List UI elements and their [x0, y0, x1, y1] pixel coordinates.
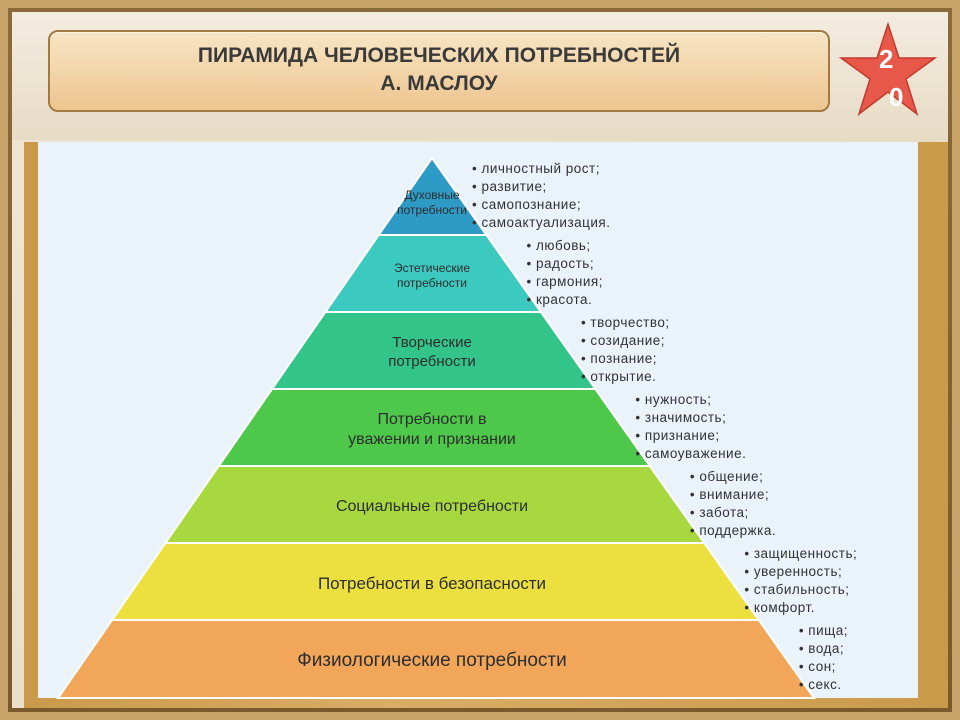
bullet-item: творчество; [581, 314, 670, 332]
bullet-item: поддержка. [690, 522, 776, 540]
bullet-item: признание; [635, 427, 746, 445]
badge-digit-2: 0 [889, 82, 904, 112]
tier-label-line-1: Творческие [392, 333, 472, 351]
tier-label-line-1: Эстетические [393, 260, 470, 275]
tier-label-7: Физиологические потребности [282, 649, 582, 673]
tier-label-line-1: Потребности в [377, 410, 487, 428]
pyramid-tier-7 [56, 619, 816, 699]
tier-label-line-1: Социальные потребности [335, 497, 529, 515]
bullet-item: секс. [799, 676, 848, 694]
badge-digit-1: 2 [879, 44, 894, 74]
tier-bullets-3: творчество;созидание;познание;открытие. [581, 314, 670, 386]
tier-label-5: Социальные потребности [282, 497, 582, 517]
tier-bullets-1: личностный рост;развитие;самопознание;са… [472, 160, 611, 232]
bullet-item: развитие; [472, 178, 611, 196]
bullet-item: самоуважение. [635, 445, 746, 463]
bullet-item: внимание; [690, 486, 776, 504]
tier-label-line-2: потребности [388, 352, 476, 370]
bullet-item: значимость; [635, 409, 746, 427]
bullet-item: познание; [581, 350, 670, 368]
bullet-item: радость; [526, 255, 602, 273]
tier-label-line-1: Физиологические потребности [297, 650, 567, 672]
bullet-item: забота; [690, 504, 776, 522]
bullet-item: сон; [799, 658, 848, 676]
bullet-item: нужность; [635, 391, 746, 409]
tier-label-6: Потребности в безопасности [282, 573, 582, 594]
tier-label-line-2: потребности [397, 275, 467, 290]
bullet-item: гармония; [526, 273, 602, 291]
star-badge-icon [838, 21, 938, 117]
tier-bullets-6: защищенность;уверенность;стабильность;ко… [744, 545, 857, 617]
tier-bullets-2: любовь;радость;гармония;красота. [526, 237, 602, 309]
bullet-item: общение; [690, 468, 776, 486]
bullet-item: созидание; [581, 332, 670, 350]
bullet-item: стабильность; [744, 581, 857, 599]
title-line-1: ПИРАМИДА ЧЕЛОВЕЧЕСКИХ ПОТРЕБНОСТЕЙ [197, 44, 681, 67]
tier-label-line-2: потребности [397, 202, 467, 217]
tier-bullets-5: общение;внимание;забота;поддержка. [690, 468, 776, 540]
bullet-item: вода; [799, 640, 848, 658]
title-box: ПИРАМИДА ЧЕЛОВЕЧЕСКИХ ПОТРЕБНОСТЕЙ А. МА… [48, 30, 830, 112]
tier-label-line-1: Потребности в безопасности [317, 573, 547, 593]
bullet-item: пища; [799, 622, 848, 640]
bullet-item: уверенность; [744, 563, 857, 581]
tier-label-4: Потребности в уважении и признании [282, 410, 582, 450]
bullet-item: личностный рост; [472, 160, 611, 178]
title-line-2: А. МАСЛОУ [380, 72, 498, 95]
tier-bullets-4: нужность;значимость;признание;самоуважен… [635, 391, 746, 463]
bullet-item: комфорт. [744, 599, 857, 617]
tier-label-line-2: уважении и признании [348, 430, 516, 448]
bullet-item: самопознание; [472, 196, 611, 214]
tier-label-line-1: Духовные [404, 187, 460, 202]
bullet-item: открытие. [581, 368, 670, 386]
bullet-item: самоактуализация. [472, 214, 611, 232]
bullet-item: любовь; [526, 237, 602, 255]
tier-bullets-7: пища;вода;сон;секс. [799, 622, 848, 694]
bullet-item: красота. [526, 291, 602, 309]
bullet-item: защищенность; [744, 545, 857, 563]
